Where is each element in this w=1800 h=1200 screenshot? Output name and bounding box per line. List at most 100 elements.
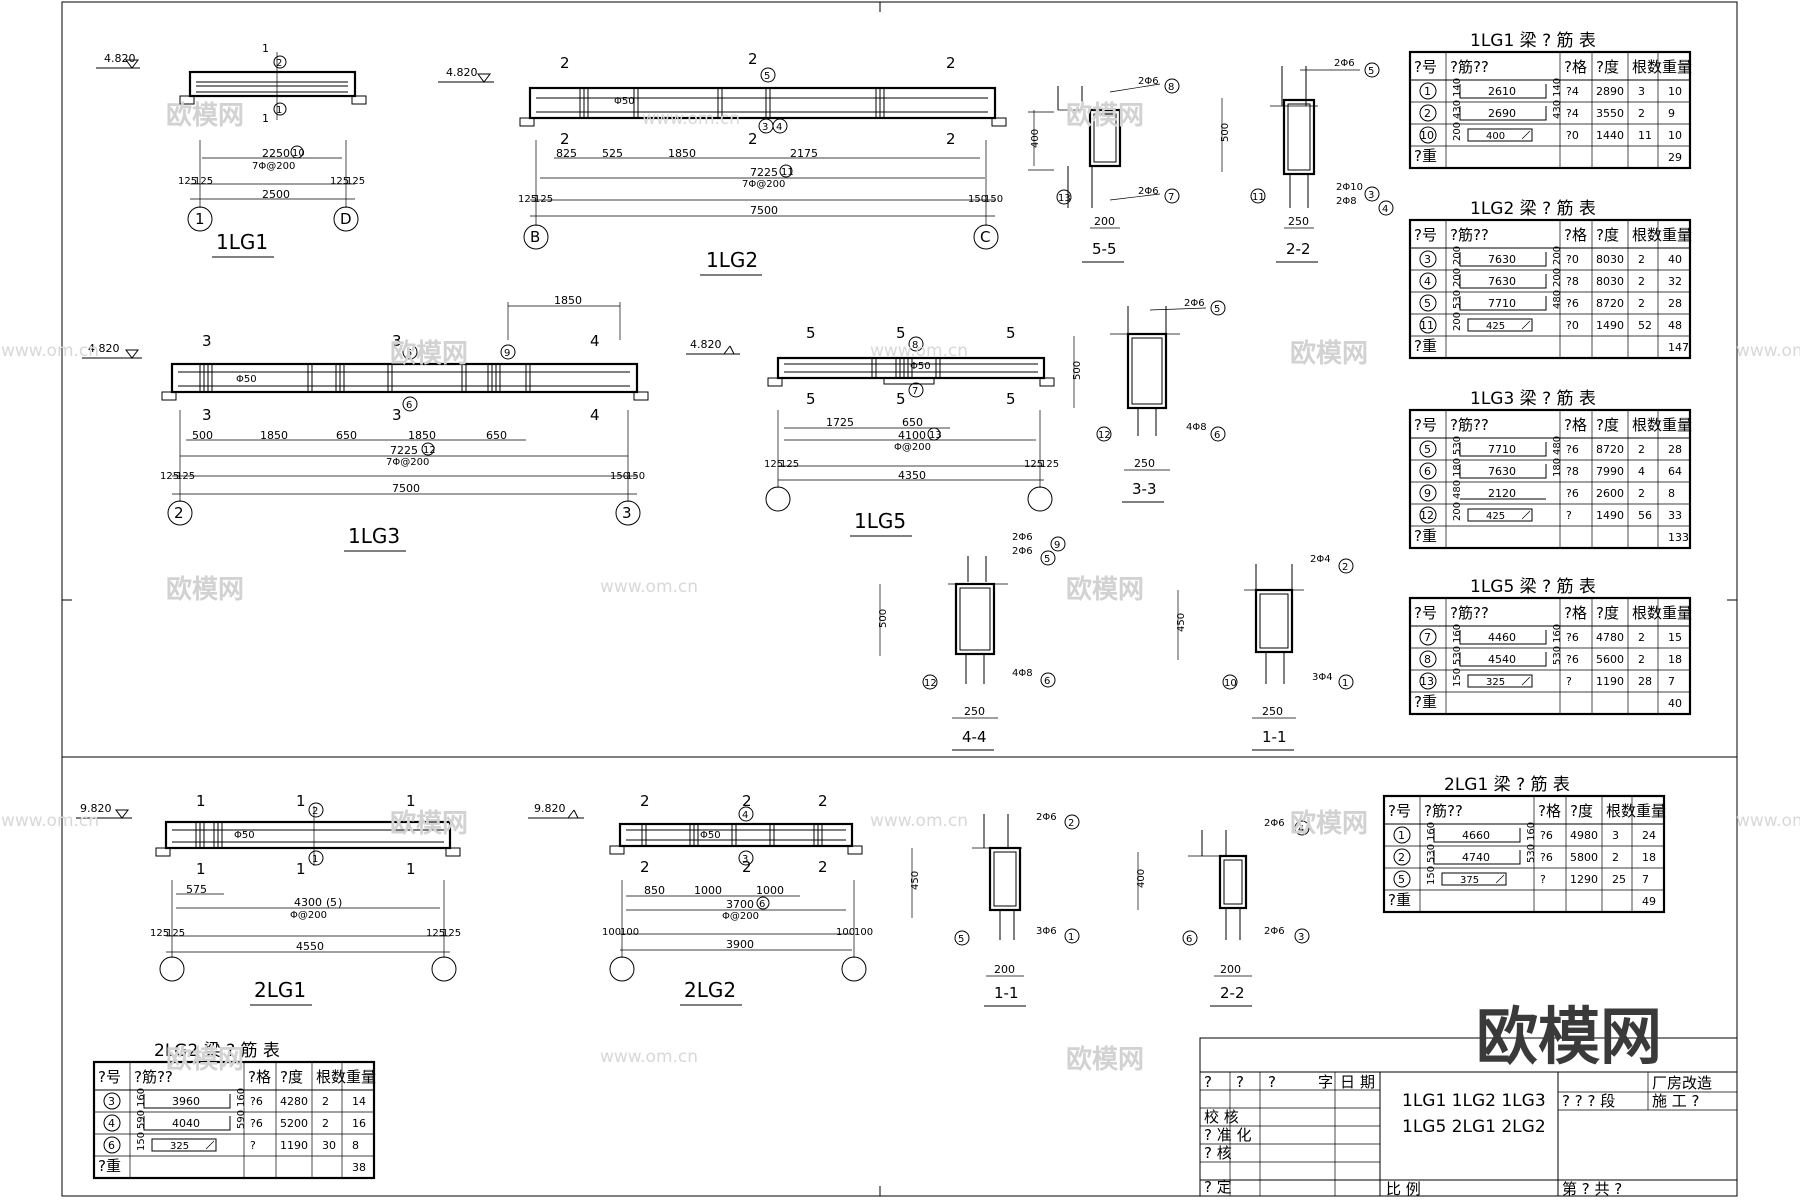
svg-text:13: 13 — [1058, 193, 1071, 204]
table-header: ?度 — [280, 1068, 303, 1086]
svg-text:100: 100 — [620, 927, 639, 938]
svg-text:1850: 1850 — [554, 294, 582, 307]
svg-text:2: 2 — [748, 130, 758, 148]
svg-text:1490: 1490 — [1596, 509, 1624, 522]
svg-text:30: 30 — [322, 1139, 336, 1152]
svg-text:(: ( — [326, 896, 330, 909]
svg-text:125: 125 — [166, 928, 185, 939]
rebar-mark: 12 — [1420, 509, 1434, 522]
svg-text:8: 8 — [1668, 487, 1675, 500]
table-header: 重量 — [1662, 604, 1692, 622]
svg-text:字: 字 — [1318, 1073, 1333, 1091]
drawing-list: 1LG1 1LG2 1LG3 — [1402, 1091, 1546, 1111]
svg-text:1440: 1440 — [1596, 129, 1624, 142]
svg-text:650: 650 — [902, 416, 923, 429]
svg-text:1850: 1850 — [260, 429, 288, 442]
svg-text:5: 5 — [1368, 66, 1374, 77]
svg-text:4Φ8: 4Φ8 — [1012, 668, 1033, 679]
svg-text:11: 11 — [1638, 129, 1652, 142]
table-header: 根数 — [1632, 58, 1662, 76]
svg-text:28: 28 — [1638, 675, 1652, 688]
table-title: 1LG3 梁 ? 筋 表 — [1470, 389, 1596, 409]
svg-text:4.820: 4.820 — [446, 66, 478, 79]
svg-text:欧模网: 欧模网 — [390, 808, 468, 839]
svg-text:2610: 2610 — [1488, 85, 1516, 98]
svg-text:日: 日 — [1340, 1073, 1355, 1091]
svg-text:www.om.cn: www.om.cn — [642, 109, 740, 129]
svg-text:160: 160 — [1526, 822, 1537, 841]
svg-text:13: 13 — [929, 430, 942, 441]
svg-text:2Φ6: 2Φ6 — [1012, 546, 1033, 557]
svg-text:4: 4 — [590, 332, 600, 350]
svg-text:欧模网: 欧模网 — [1066, 1044, 1144, 1075]
svg-text:比 例: 比 例 — [1386, 1180, 1421, 1198]
svg-text:2Φ6: 2Φ6 — [1184, 298, 1205, 309]
svg-text:150: 150 — [626, 471, 645, 482]
svg-text:www.om.cn: www.om.cn — [600, 577, 698, 597]
svg-text:7: 7 — [1642, 873, 1649, 886]
svg-text:?8: ?8 — [1566, 465, 1579, 478]
svg-text:1725: 1725 — [826, 416, 854, 429]
svg-text:3: 3 — [1298, 932, 1304, 943]
svg-text:?6: ?6 — [1540, 829, 1553, 842]
svg-text:200: 200 — [1452, 312, 1463, 331]
svg-text:12: 12 — [924, 678, 937, 689]
svg-text:2500: 2500 — [262, 188, 290, 201]
rebar-mark: 8 — [1424, 653, 1431, 666]
svg-text:325: 325 — [1486, 677, 1505, 688]
svg-text:150: 150 — [1452, 668, 1463, 687]
svg-text:?6: ?6 — [1566, 487, 1579, 500]
svg-text:?0: ?0 — [1566, 253, 1579, 266]
svg-text:Φ@200: Φ@200 — [722, 911, 759, 922]
svg-text:3: 3 — [742, 854, 748, 865]
svg-text:3: 3 — [202, 406, 212, 424]
table-header: ?号 — [1414, 226, 1437, 244]
svg-text:9.820: 9.820 — [80, 802, 112, 815]
svg-text:8: 8 — [352, 1139, 359, 1152]
svg-text:125: 125 — [518, 194, 537, 205]
section-1-1-a: 450 250 2Φ4 2 3Φ4 1 10 1-1 — [1176, 554, 1354, 751]
rebar-mark: 5 — [1424, 297, 1431, 310]
svg-text:525: 525 — [602, 147, 623, 160]
svg-text:1190: 1190 — [280, 1139, 308, 1152]
svg-text:4780: 4780 — [1596, 631, 1624, 644]
rebar-mark: 5 — [1398, 873, 1405, 886]
svg-text:4-4: 4-4 — [962, 728, 987, 746]
table-header: ?号 — [98, 1068, 121, 1086]
svg-text:14: 14 — [352, 1095, 366, 1108]
rebar-mark: 11 — [1420, 319, 1434, 332]
svg-text:12: 12 — [1098, 430, 1111, 441]
table-header: 根数 — [1632, 416, 1662, 434]
svg-text:2: 2 — [276, 58, 282, 69]
title-block: ? ? ? 字 日 期 校 核 ? 准 化 ? 核 ? 定 1LG1 1LG2 … — [1199, 1037, 1738, 1198]
svg-text:? 核: ? 核 — [1204, 1144, 1232, 1162]
svg-text:? 定: ? 定 — [1204, 1178, 1232, 1196]
svg-text:1: 1 — [406, 860, 416, 878]
svg-text:欧模网: 欧模网 — [166, 1044, 244, 1075]
svg-text:? 准 化: ? 准 化 — [1204, 1126, 1252, 1144]
svg-text:5: 5 — [1214, 304, 1220, 315]
elevation-label: 4.820 — [104, 52, 136, 65]
svg-text:575: 575 — [186, 883, 207, 896]
svg-text:32: 32 — [1668, 275, 1682, 288]
svg-text:530: 530 — [1526, 844, 1537, 863]
beam-body — [164, 820, 452, 850]
table-header: ?度 — [1596, 604, 1619, 622]
svg-text:2Φ6: 2Φ6 — [1036, 812, 1057, 823]
svg-text:200: 200 — [1452, 502, 1463, 521]
svg-text:校 核: 校 核 — [1204, 1108, 1239, 1126]
svg-text:125: 125 — [176, 471, 195, 482]
svg-text:150: 150 — [136, 1132, 147, 1151]
svg-text:100: 100 — [602, 927, 621, 938]
svg-text:200: 200 — [1552, 246, 1563, 265]
svg-text:2: 2 — [322, 1095, 329, 1108]
svg-text:250: 250 — [964, 705, 985, 718]
svg-text:Φ50: Φ50 — [614, 96, 635, 107]
rebar-mark: 4 — [108, 1117, 115, 1130]
svg-text:2690: 2690 — [1488, 107, 1516, 120]
watermarks: 欧模网 欧模网 欧模网 欧模网 欧模网 欧模网 欧模网 欧模网 欧模网 欧模网 … — [1, 100, 1800, 1075]
svg-text:7500: 7500 — [392, 482, 420, 495]
